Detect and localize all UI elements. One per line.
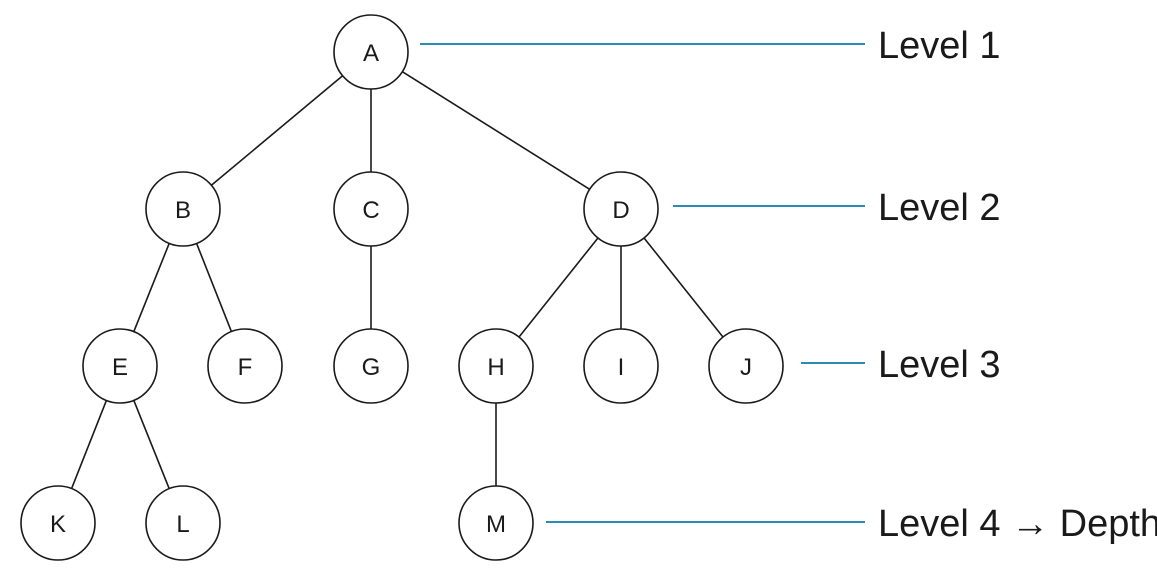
edge-d-j <box>643 237 724 338</box>
node-circle <box>458 485 534 561</box>
level-3-label: Level 3 <box>878 344 1001 386</box>
level-1-label: Level 1 <box>878 25 1001 67</box>
node-circle <box>333 328 409 404</box>
node-circle <box>583 171 659 247</box>
node-label: C <box>362 197 379 224</box>
edge-b-f <box>195 243 233 332</box>
edge-d-h <box>518 237 599 338</box>
level-2-label: Level 2 <box>878 187 1001 229</box>
edge-a-d <box>401 71 591 190</box>
level-labels-layer: Level 1 Level 2 Level 3 Level 4 → Depth <box>878 25 1157 545</box>
edges-layer <box>70 71 724 489</box>
node-circle <box>708 328 784 404</box>
tree-node-l: L <box>145 485 221 561</box>
level-4-label: Level 4 → Depth <box>878 503 1157 545</box>
node-label: H <box>487 354 504 381</box>
tree-node-m: M <box>458 485 534 561</box>
level-lines-layer <box>420 43 865 523</box>
node-label: I <box>618 354 625 381</box>
tree-node-i: I <box>583 328 659 404</box>
tree-node-g: G <box>333 328 409 404</box>
node-label: K <box>50 511 66 538</box>
node-circle <box>145 485 221 561</box>
edge-a-b <box>210 75 344 186</box>
node-label: A <box>363 40 379 67</box>
node-circle <box>458 328 534 404</box>
node-circle <box>145 171 221 247</box>
node-label: G <box>362 354 381 381</box>
node-label: D <box>612 197 629 224</box>
node-label: L <box>176 511 189 538</box>
nodes-layer: A B C D E F G H I J K L M <box>20 14 784 561</box>
node-label: J <box>740 354 752 381</box>
edge-e-l <box>133 400 170 489</box>
tree-node-a: A <box>333 14 409 90</box>
node-label: B <box>175 197 191 224</box>
node-circle <box>333 14 409 90</box>
tree-node-d: D <box>583 171 659 247</box>
node-label: E <box>112 354 128 381</box>
tree-node-k: K <box>20 485 96 561</box>
tree-node-f: F <box>207 328 283 404</box>
tree-node-e: E <box>82 328 158 404</box>
tree-node-j: J <box>708 328 784 404</box>
edge-e-k <box>70 400 108 489</box>
tree-node-c: C <box>333 171 409 247</box>
node-circle <box>82 328 158 404</box>
tree-node-b: B <box>145 171 221 247</box>
tree-node-h: H <box>458 328 534 404</box>
edge-b-e <box>133 243 170 332</box>
node-circle <box>583 328 659 404</box>
node-circle <box>207 328 283 404</box>
node-label: F <box>238 354 253 381</box>
node-circle <box>333 171 409 247</box>
node-label: M <box>486 511 506 538</box>
node-circle <box>20 485 96 561</box>
